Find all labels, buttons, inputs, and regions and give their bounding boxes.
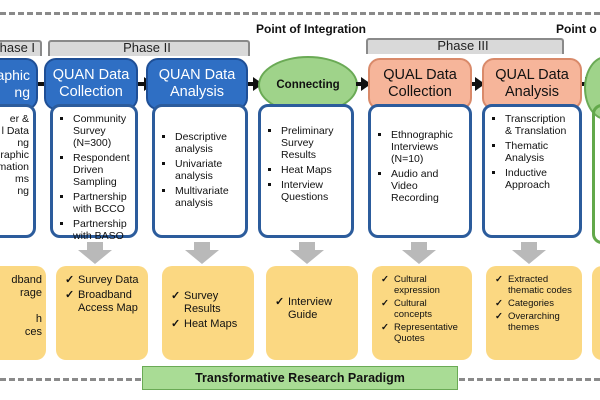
col2-output-0: Survey Results bbox=[171, 290, 248, 316]
col3-box: Preliminary Survey Results Heat Maps Int… bbox=[258, 104, 354, 238]
col5-item-2: Inductive Approach bbox=[505, 167, 573, 191]
col0-item-1: l Data bbox=[1, 125, 29, 137]
col1-output-1: Broadband Access Map bbox=[65, 289, 142, 315]
col2-output: Survey Results Heat Maps bbox=[162, 266, 254, 360]
phase3-label: Phase III bbox=[437, 38, 489, 53]
col2-box: Descriptive analysis Univariate analysis… bbox=[152, 104, 248, 238]
col5-down-arrow bbox=[512, 242, 546, 264]
col4-item-0: Ethnographic Interviews (N=10) bbox=[391, 129, 463, 165]
col0-item-3: raphic bbox=[0, 149, 29, 161]
col5-item-0: Transcription & Translation bbox=[505, 113, 573, 137]
col0-output-2 bbox=[0, 300, 42, 313]
col1-down-arrow bbox=[78, 242, 112, 264]
col5-output-0: Extracted thematic codes bbox=[495, 274, 576, 296]
col1-item-0: Community Survey (N=300) bbox=[73, 113, 129, 149]
col0-item-6: ng bbox=[17, 185, 29, 197]
col1-item-3: Partnership with BASO bbox=[73, 218, 129, 242]
col1-item-1: Respondent Driven Sampling bbox=[73, 152, 130, 188]
col0-item-2: ng bbox=[17, 137, 29, 149]
col3-item-1: Heat Maps bbox=[281, 164, 345, 176]
phase2-bracket bbox=[48, 40, 250, 56]
phase2-label: Phase II bbox=[123, 40, 171, 55]
col4-head: QUAL Data Collection bbox=[368, 58, 472, 110]
col2-item-1: Univariate analysis bbox=[175, 158, 239, 182]
col4-box: Ethnographic Interviews (N=10) Audio and… bbox=[368, 104, 472, 238]
col1-box: Community Survey (N=300) Respondent Driv… bbox=[50, 104, 138, 242]
col0-output-4: ces bbox=[24, 326, 42, 338]
col2-item-0: Descriptive analysis bbox=[175, 131, 239, 155]
col3-down-arrow bbox=[290, 242, 324, 264]
col0-item-4: mation bbox=[0, 161, 29, 173]
col2-output-1: Heat Maps bbox=[171, 318, 248, 331]
phase1-bracket bbox=[0, 40, 42, 56]
point-of-integration-center: Point of Integration bbox=[256, 22, 366, 36]
col4-output: Cultural expression Cultural concepts Re… bbox=[372, 266, 472, 360]
col2-head: QUAN Data Analysis bbox=[146, 58, 248, 110]
col4-output-1: Cultural concepts bbox=[381, 298, 466, 320]
col1-item-2: Partnership with BCCO bbox=[73, 191, 129, 215]
point-of-integration-right: Point o bbox=[556, 22, 597, 36]
col3-item-2: Interview Questions bbox=[281, 179, 345, 203]
col3-output: Interview Guide bbox=[266, 266, 358, 360]
col3-item-0: Preliminary Survey Results bbox=[281, 125, 345, 161]
col5-box: Transcription & Translation Thematic Ana… bbox=[482, 104, 582, 238]
col2-down-arrow bbox=[185, 242, 219, 264]
col4-output-2: Representative Quotes bbox=[381, 322, 466, 344]
phase1-label: Phase I bbox=[0, 40, 36, 55]
col1-head: QUAN Data Collection bbox=[44, 58, 138, 110]
col4-item-1: Audio and Video Recording bbox=[391, 168, 463, 204]
col1-output-0: Survey Data bbox=[65, 274, 142, 287]
col0-output-3: h bbox=[35, 313, 42, 325]
top-dashed-divider bbox=[0, 12, 600, 15]
col5-item-1: Thematic Analysis bbox=[505, 140, 573, 164]
col0-item-5: ms bbox=[15, 173, 29, 185]
col3-output-0: Interview Guide bbox=[275, 296, 352, 322]
right-edge-box bbox=[592, 104, 600, 244]
col0-box: er & l Data ng raphic mation ms ng bbox=[0, 104, 36, 238]
col5-output: Extracted thematic codes Categories Over… bbox=[486, 266, 582, 360]
col1-output: Survey Data Broadband Access Map bbox=[56, 266, 148, 360]
col0-output-1: rage bbox=[19, 287, 42, 299]
paradigm-banner: Transformative Research Paradigm bbox=[142, 366, 458, 390]
col4-output-0: Cultural expression bbox=[381, 274, 466, 296]
right-edge-output bbox=[592, 266, 600, 360]
phase3-bracket bbox=[366, 38, 564, 54]
col0-output-0: dband bbox=[11, 274, 42, 286]
col0-item-0: er & bbox=[9, 113, 29, 125]
col4-down-arrow bbox=[402, 242, 436, 264]
col5-output-2: Overarching themes bbox=[495, 311, 576, 333]
col0-head: aphic ng bbox=[0, 58, 38, 110]
col5-head: QUAL Data Analysis bbox=[482, 58, 582, 110]
col2-item-2: Multivariate analysis bbox=[175, 185, 239, 209]
col5-output-1: Categories bbox=[495, 298, 576, 309]
col0-output: dband rage h ces bbox=[0, 266, 46, 360]
